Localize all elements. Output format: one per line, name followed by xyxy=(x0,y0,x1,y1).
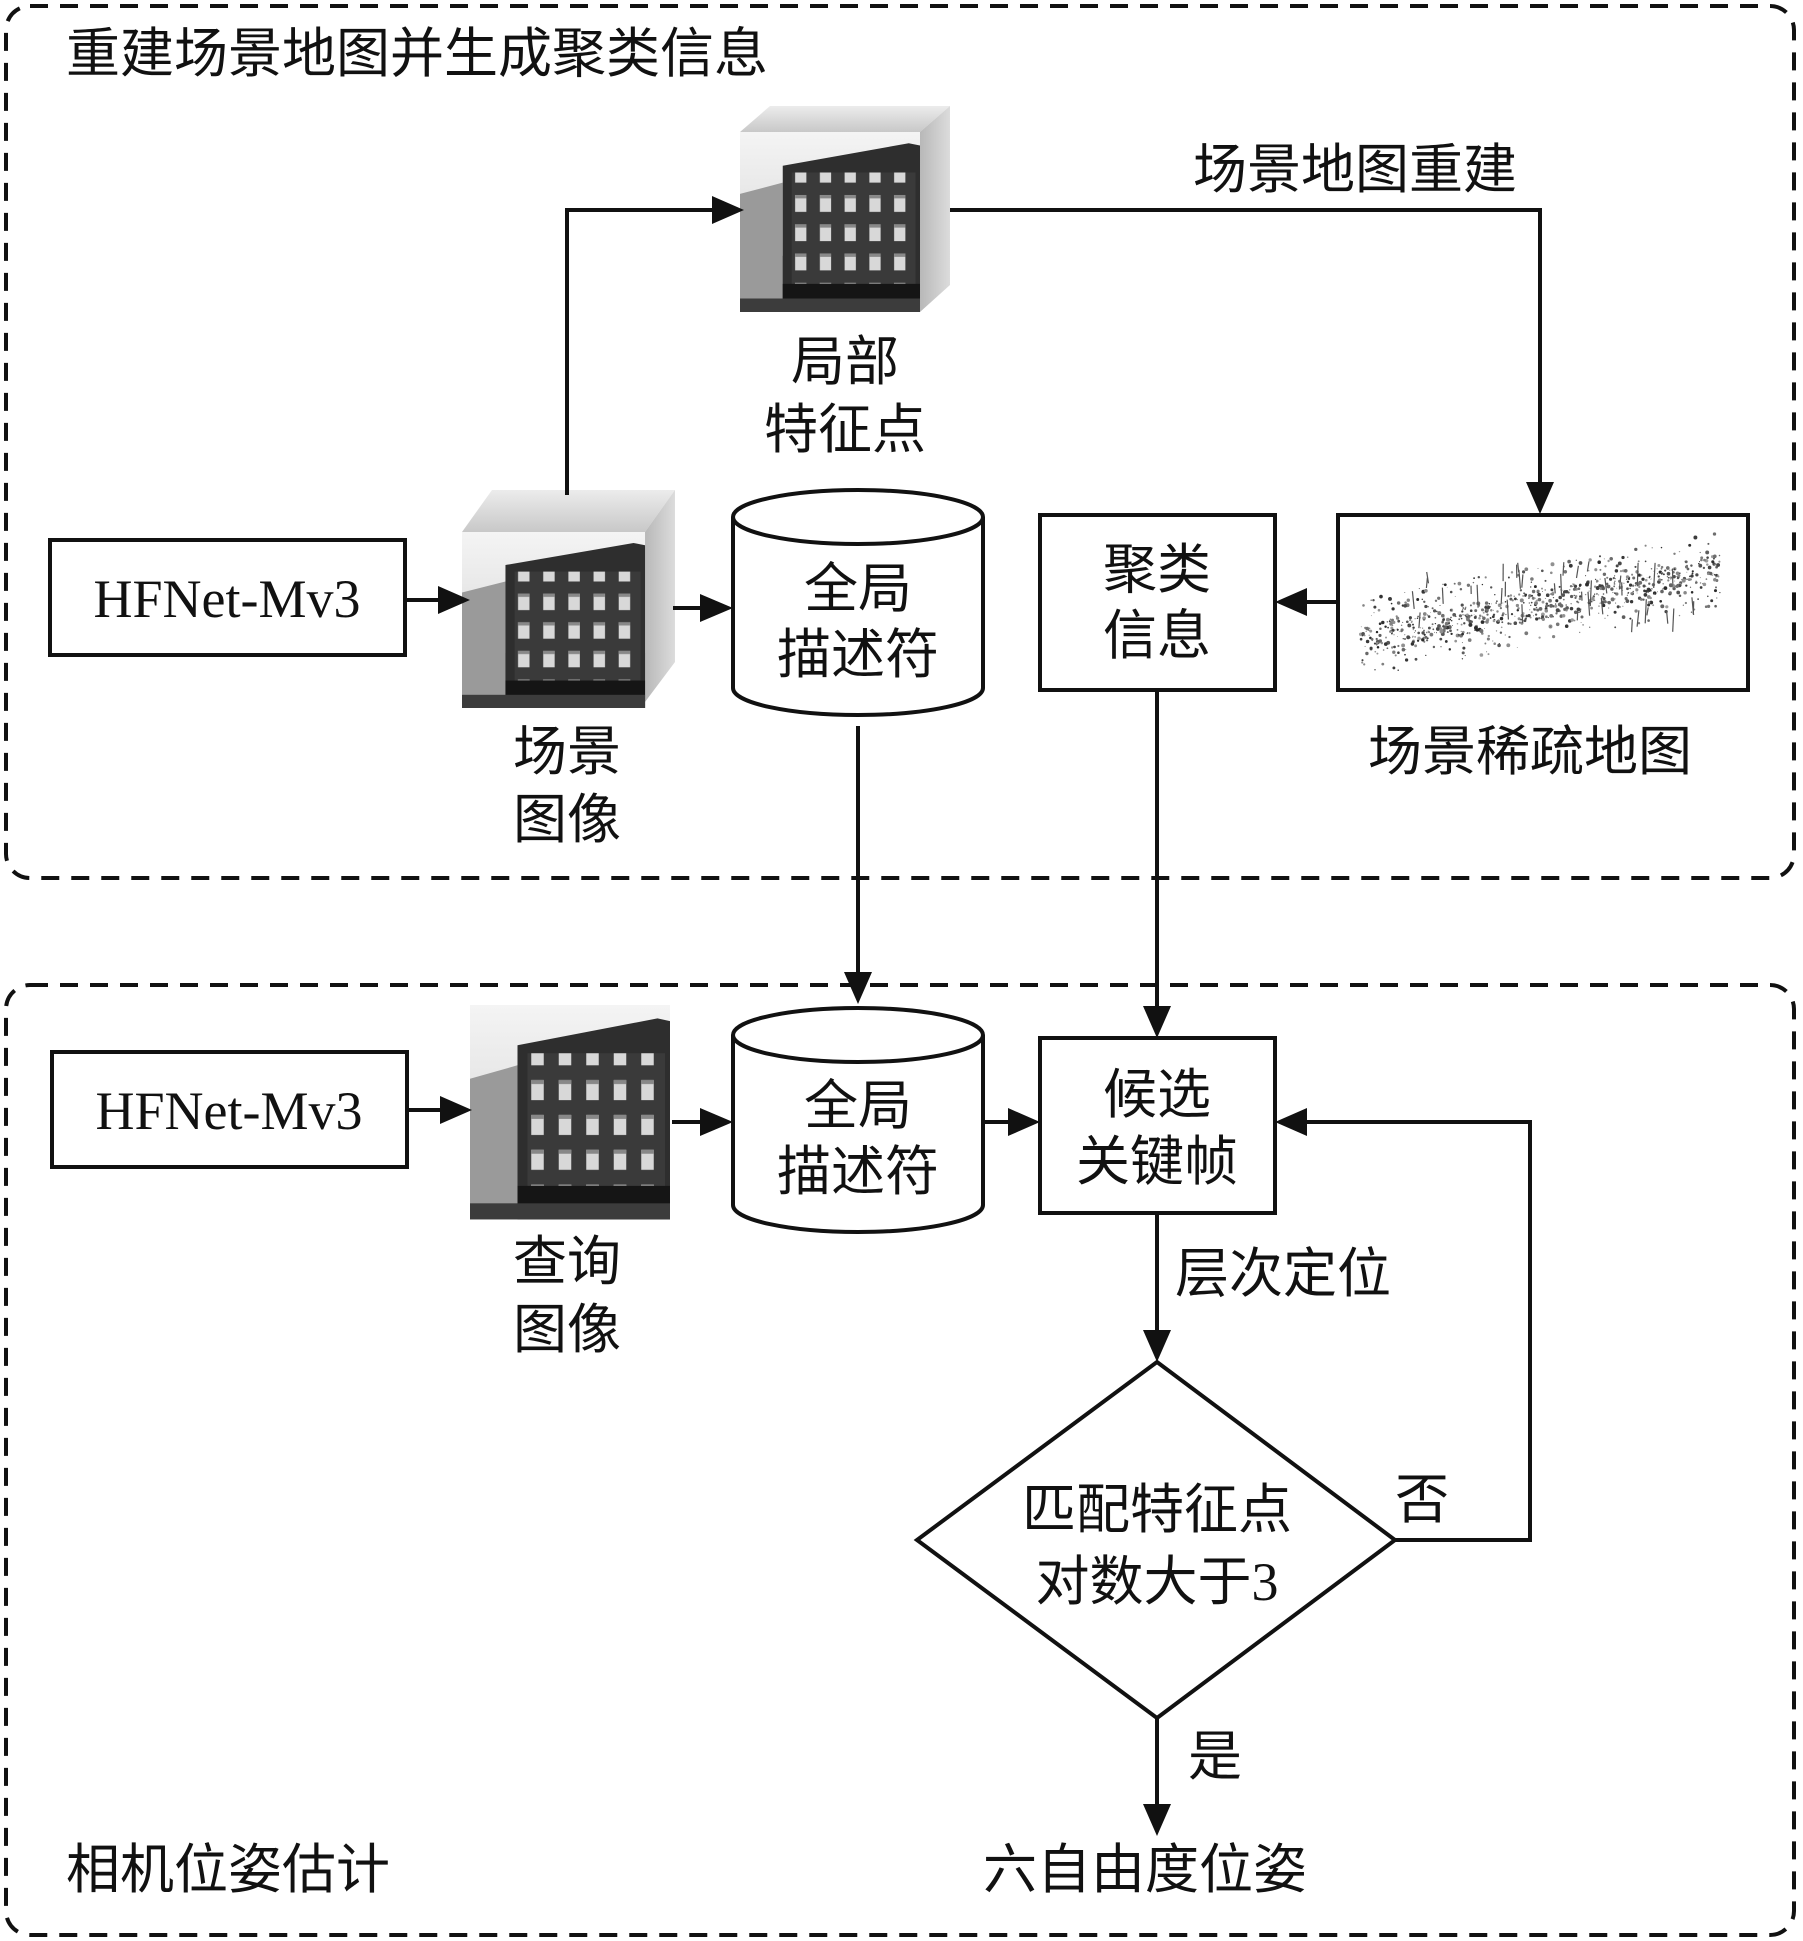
global-descriptor-bottom-label-1: 全局 xyxy=(804,1074,912,1137)
edge-scene-image-to-local-features xyxy=(565,208,712,495)
query-image-label-2: 图像 xyxy=(513,1298,621,1361)
edge-local-features-to-sparse-map xyxy=(950,208,1542,482)
bottom-section-border xyxy=(4,983,1796,1937)
cluster-info-label-2: 信息 xyxy=(1103,604,1211,667)
local-features-icon xyxy=(740,106,950,312)
scene-image-icon xyxy=(462,490,675,708)
sparse-map-icon xyxy=(1358,532,1721,671)
output-label: 六自由度位姿 xyxy=(983,1838,1307,1901)
hfnet-top-box xyxy=(48,538,407,657)
candidate-keyframes-label-2: 关键帧 xyxy=(1076,1130,1238,1193)
hfnet-bottom-label: HFNet-Mv3 xyxy=(96,1081,363,1141)
decision-label-1: 匹配特征点 xyxy=(1022,1478,1292,1541)
global-descriptor-bottom-cylinder xyxy=(731,1006,985,1234)
cluster-info-box xyxy=(1038,513,1277,692)
hierarchical-localization-label: 层次定位 xyxy=(1175,1242,1391,1305)
edge-decision-no-loop xyxy=(1307,1120,1532,1542)
hfnet-top-label: HFNet-Mv3 xyxy=(94,569,361,629)
yes-label: 是 xyxy=(1188,1725,1242,1788)
top-section-border xyxy=(4,4,1796,880)
candidate-keyframes-label-1: 候选 xyxy=(1103,1063,1211,1126)
candidate-keyframes-box xyxy=(1038,1036,1277,1215)
bottom-section-title: 相机位姿估计 xyxy=(66,1838,390,1901)
decision-label-2: 对数大于3 xyxy=(1036,1552,1279,1612)
map-reconstruction-label: 场景地图重建 xyxy=(1193,138,1517,201)
query-image-label-1: 查询 xyxy=(513,1230,621,1293)
scene-image-label-1: 场景 xyxy=(513,720,621,783)
global-descriptor-top-label-1: 全局 xyxy=(804,557,912,620)
no-label: 否 xyxy=(1395,1468,1449,1531)
top-section-title: 重建场景地图并生成聚类信息 xyxy=(66,22,768,85)
query-image-icon xyxy=(470,1005,670,1220)
global-descriptor-bottom-label-2: 描述符 xyxy=(777,1140,939,1203)
global-descriptor-top-label-2: 描述符 xyxy=(777,623,939,686)
hfnet-bottom-box xyxy=(50,1050,409,1169)
local-features-label-1: 局部 xyxy=(791,330,899,393)
sparse-map-label: 场景稀疏地图 xyxy=(1368,720,1692,783)
scene-image-label-2: 图像 xyxy=(513,788,621,851)
cluster-info-label-1: 聚类 xyxy=(1103,538,1211,601)
global-descriptor-top-cylinder xyxy=(731,488,985,717)
local-features-label-2: 特征点 xyxy=(764,398,926,461)
